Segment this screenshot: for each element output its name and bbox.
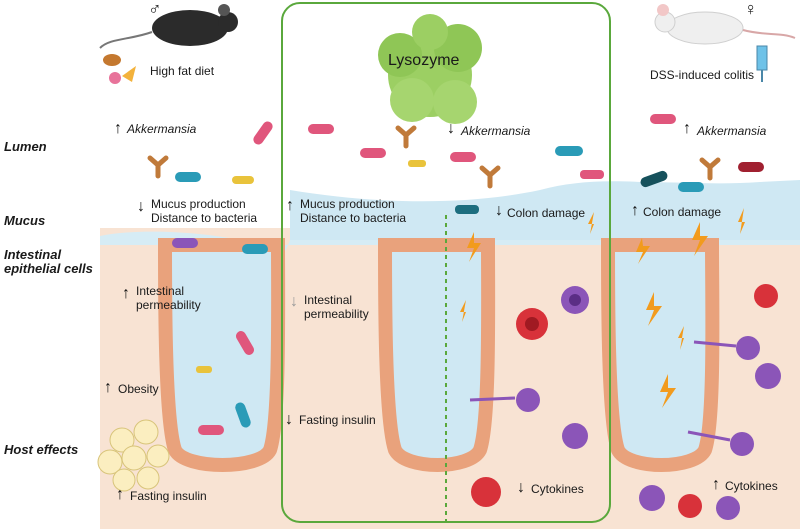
left-akkermansia: Akkermansia [127,122,197,136]
left-akkermansia-up-arrow: ↑ [114,120,122,137]
left-obesity-up-arrow: ↑ [104,379,112,396]
bacteria [172,114,764,435]
crypt-left [157,238,286,472]
left-obesity: Obesity [118,382,159,396]
middle-mucus-production: Mucus production [300,197,395,211]
row-label-host-effects: Host effects [4,442,79,457]
middle-akkermansia-down-arrow: ↓ [447,120,455,137]
syringe-icon [756,45,768,82]
middle-permeability: Intestinal permeability [304,293,369,321]
middle-akkermansia: Akkermansia [461,124,531,138]
male-symbol: ♂ [148,0,162,19]
crypt-right [600,238,720,472]
right-akkermansia: Akkermansia [697,124,767,138]
lysozyme-label: Lysozyme [388,52,460,69]
middle-cytokines-down-arrow: ↓ [517,479,525,496]
row-label-epithelial: Intestinal epithelial cells [4,247,93,276]
right-cytokines: Cytokines [725,479,778,493]
middle-permeability-down-arrow: ↓ [290,293,298,310]
left-distance: Distance to bacteria [151,211,258,225]
right-colon-damage: Colon damage [643,205,722,219]
right-colon-damage-up-arrow: ↑ [631,202,639,219]
row-label-mucus: Mucus [4,213,46,228]
lysozyme-blob [378,14,482,124]
immune-cells [469,284,781,520]
mucus-upper [290,180,800,240]
middle-distance: Distance to bacteria [300,211,407,225]
crypt-middle [377,238,496,472]
right-condition: DSS-induced colitis [650,68,755,82]
left-permeability-up-arrow: ↑ [122,285,130,302]
right-akkermansia-up-arrow: ↑ [683,120,691,137]
left-fasting-insulin-up-arrow: ↑ [116,486,124,503]
y-shaped-particles [147,125,721,189]
row-label-lumen: Lumen [4,139,47,154]
middle-fasting-insulin: Fasting insulin [299,413,376,427]
middle-fasting-insulin-down-arrow: ↓ [285,411,293,428]
adipose-tissue-icon [97,419,170,492]
right-cytokines-up-arrow: ↑ [712,476,720,493]
left-condition: High fat diet [150,64,215,78]
left-mucus-down-arrow: ↓ [137,198,145,215]
left-mucus-production: Mucus production [151,197,246,211]
junk-food-icon [103,54,136,84]
female-symbol: ♀ [744,0,758,19]
black-mouse-icon [99,4,238,49]
left-fasting-insulin: Fasting insulin [130,489,207,503]
white-mouse-icon [654,4,796,45]
middle-cytokines: Cytokines [531,482,584,496]
middle-colon-damage: Colon damage [507,206,586,220]
middle-colon-damage-down-arrow: ↓ [495,202,503,219]
lightning-icons [460,208,745,408]
middle-mucus-up-arrow: ↑ [286,197,294,214]
left-permeability: Intestinal permeability [136,284,201,312]
